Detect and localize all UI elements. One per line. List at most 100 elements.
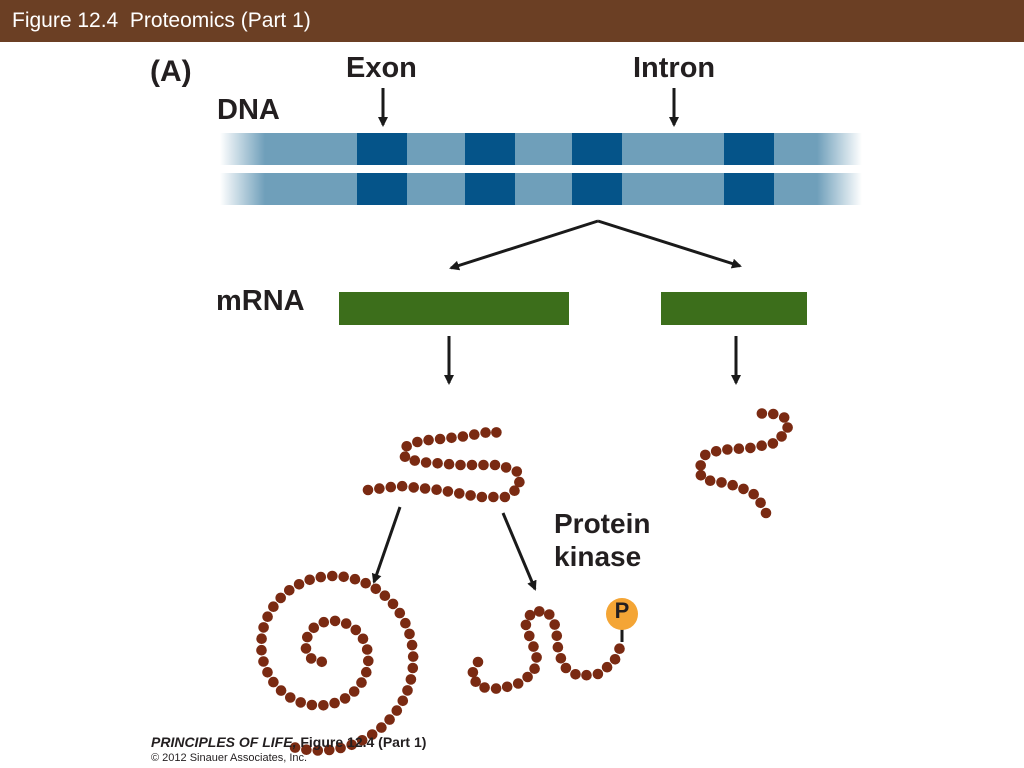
- amino-acid-bead-icon: [284, 585, 295, 596]
- amino-acid-bead-icon: [361, 644, 373, 655]
- amino-acid-bead-icon: [549, 619, 560, 630]
- amino-acid-bead-icon: [397, 695, 409, 707]
- amino-acid-bead-icon: [289, 742, 301, 753]
- copyright: © 2012 Sinauer Associates, Inc.: [151, 752, 308, 764]
- amino-acid-bead-icon: [760, 507, 772, 519]
- amino-acid-bead-icon: [476, 491, 488, 503]
- amino-acid-bead-icon: [374, 483, 385, 494]
- amino-acid-bead-icon: [350, 624, 362, 636]
- amino-acid-bead-icon: [363, 655, 374, 667]
- kinase-arrow-icon: [501, 512, 537, 591]
- amino-acid-bead-icon: [399, 451, 411, 463]
- amino-acid-bead-icon: [308, 622, 320, 634]
- amino-acid-bead-icon: [275, 592, 287, 604]
- protein-chains: [256, 408, 793, 756]
- amino-acid-bead-icon: [695, 460, 706, 471]
- exon-block: [465, 133, 515, 165]
- exon-block: [724, 133, 774, 165]
- amino-acid-bead-icon: [727, 479, 738, 491]
- amino-acid-bead-icon: [552, 641, 564, 653]
- amino-acid-bead-icon: [531, 652, 542, 663]
- book-title: PRINCIPLES OF LIFE,: [151, 734, 297, 750]
- amino-acid-bead-icon: [302, 631, 313, 643]
- arrows: [371, 88, 742, 591]
- amino-acid-bead-icon: [469, 429, 480, 440]
- amino-acid-bead-icon: [262, 611, 273, 622]
- polypeptide-left: [362, 427, 525, 503]
- exon-blocks: [357, 133, 774, 205]
- title-bar: Figure 12.4 Proteomics (Part 1): [0, 0, 1024, 42]
- amino-acid-bead-icon: [404, 628, 415, 640]
- amino-acid-bead-icon: [406, 639, 418, 651]
- amino-acid-bead-icon: [592, 668, 604, 680]
- amino-acid-bead-icon: [362, 484, 374, 496]
- amino-acid-bead-icon: [339, 693, 351, 704]
- amino-acid-bead-icon: [306, 699, 318, 711]
- amino-acid-bead-icon: [346, 739, 358, 751]
- kinase-label-line1: Protein: [554, 508, 651, 539]
- amino-acid-bead-icon: [300, 643, 312, 654]
- dna-double-strand: [220, 133, 862, 205]
- amino-acid-bead-icon: [431, 484, 442, 496]
- amino-acid-bead-icon: [480, 427, 491, 438]
- phosphorylated-protein: [467, 606, 625, 694]
- amino-acid-bead-icon: [520, 619, 532, 631]
- amino-acid-bead-icon: [409, 455, 421, 466]
- amino-acid-bead-icon: [401, 441, 413, 452]
- amino-acid-bead-icon: [755, 497, 766, 509]
- amino-acid-bead-icon: [379, 590, 391, 601]
- amino-acid-bead-icon: [361, 666, 372, 678]
- amino-acid-bead-icon: [329, 615, 341, 627]
- amino-acid-bead-icon: [609, 654, 621, 665]
- amino-acid-bead-icon: [488, 491, 499, 503]
- amino-acid-bead-icon: [511, 466, 523, 477]
- amino-acid-bead-icon: [349, 573, 361, 585]
- amino-acid-bead-icon: [305, 653, 317, 664]
- amino-acid-bead-icon: [528, 641, 539, 652]
- amino-acid-bead-icon: [478, 459, 489, 471]
- amino-acid-bead-icon: [370, 583, 382, 595]
- amino-acid-bead-icon: [467, 667, 479, 678]
- amino-acid-bead-icon: [432, 458, 443, 469]
- mrna-segment-right: [661, 292, 807, 325]
- amino-acid-bead-icon: [710, 446, 722, 457]
- amino-acid-bead-icon: [472, 656, 484, 668]
- folded-protein-spiral: [256, 570, 419, 756]
- amino-acid-bead-icon: [258, 656, 269, 667]
- amino-acid-bead-icon: [581, 669, 592, 681]
- amino-acid-bead-icon: [446, 432, 457, 444]
- amino-acid-bead-icon: [285, 692, 296, 703]
- amino-acid-bead-icon: [768, 408, 779, 420]
- amino-acid-bead-icon: [384, 714, 395, 725]
- polypeptide-right: [695, 408, 793, 519]
- amino-acid-bead-icon: [491, 427, 502, 438]
- amino-acid-bead-icon: [778, 412, 790, 423]
- amino-acid-bead-icon: [555, 653, 567, 664]
- amino-acid-bead-icon: [348, 686, 360, 697]
- dna-label: DNA: [217, 94, 280, 126]
- amino-acid-bead-icon: [490, 683, 502, 694]
- amino-acid-bead-icon: [315, 571, 327, 583]
- amino-acid-bead-icon: [387, 598, 399, 610]
- amino-acid-bead-icon: [262, 667, 273, 678]
- exon-block: [572, 173, 622, 205]
- amino-acid-bead-icon: [524, 609, 536, 621]
- protein-kinase-label: Protein kinase: [554, 507, 650, 573]
- amino-acid-bead-icon: [443, 458, 455, 470]
- amino-acid-bead-icon: [391, 705, 403, 716]
- amino-acid-bead-icon: [614, 643, 625, 654]
- phosphate-label: P: [614, 598, 630, 623]
- exon-block: [465, 173, 515, 205]
- exon-block: [572, 133, 622, 165]
- amino-acid-bead-icon: [756, 440, 767, 452]
- exon-label: Exon: [346, 52, 417, 84]
- amino-acid-bead-icon: [312, 745, 324, 756]
- exon-block: [357, 173, 407, 205]
- amino-acid-bead-icon: [268, 601, 279, 612]
- splice-arrow-left-icon: [449, 219, 599, 271]
- amino-acid-bead-icon: [301, 744, 312, 755]
- amino-acid-bead-icon: [560, 662, 572, 674]
- amino-acid-bead-icon: [407, 651, 419, 662]
- amino-acid-bead-icon: [408, 482, 420, 493]
